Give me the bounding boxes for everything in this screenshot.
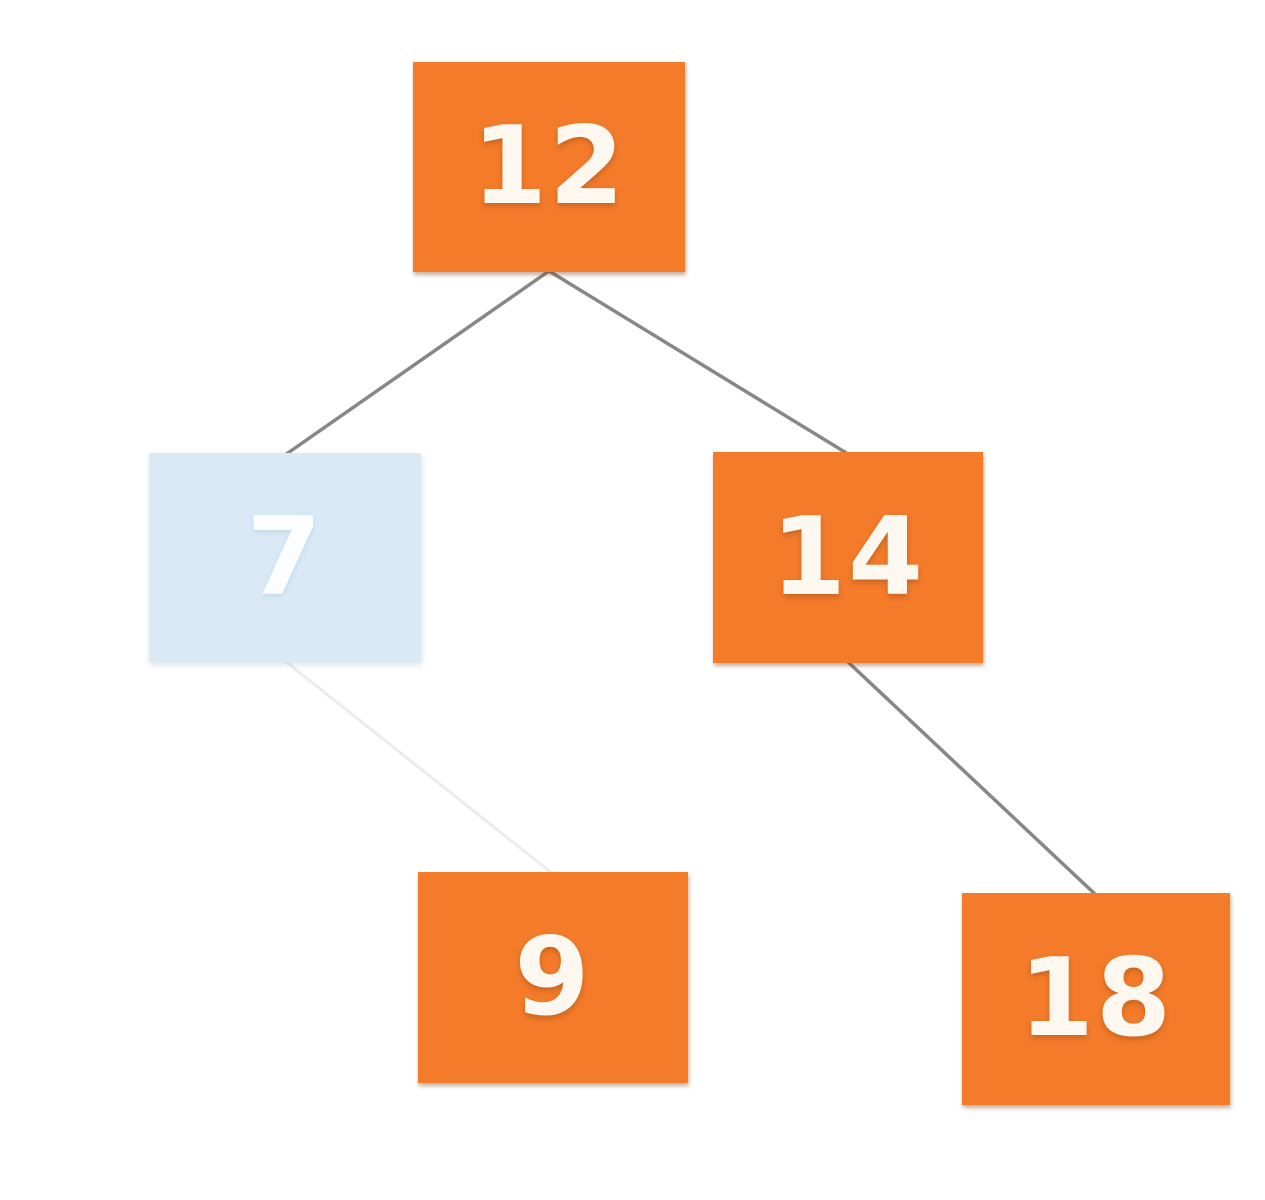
tree-node-18: 18: [962, 893, 1230, 1105]
tree-edge-14-18: [846, 660, 1098, 897]
tree-node-14: 14: [713, 452, 983, 663]
tree-node-value: 14: [770, 494, 926, 620]
tree-node-12: 12: [413, 62, 685, 272]
tree-node-7: 7: [149, 453, 421, 662]
tree-edge-12-7: [283, 269, 551, 457]
tree-node-value: 9: [514, 914, 592, 1040]
tree-node-value: 18: [1018, 936, 1174, 1061]
tree-edge-7-9: [283, 659, 555, 876]
tree-node-value: 7: [246, 494, 324, 620]
tree-node-value: 12: [471, 104, 627, 229]
tree-node-9: 9: [418, 872, 688, 1083]
tree-edge-12-14: [547, 269, 850, 456]
